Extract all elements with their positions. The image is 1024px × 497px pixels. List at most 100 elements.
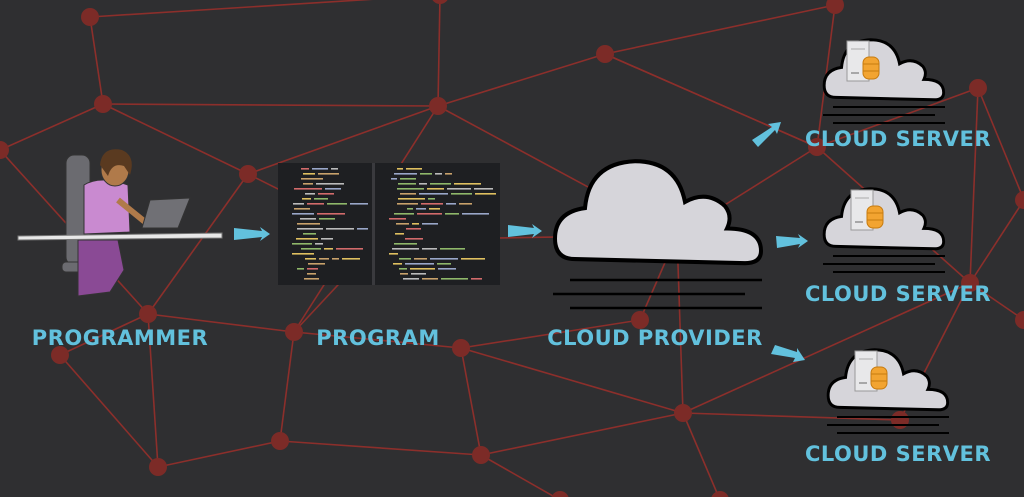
code-line [397,168,403,170]
arrow-icon [508,224,542,238]
code-line [419,193,448,195]
code-line [342,258,360,260]
code-line [405,263,434,265]
code-line [303,233,316,235]
code-line [430,183,451,185]
program-code-image [278,163,500,285]
code-line [451,193,472,195]
code-line [400,193,416,195]
code-line [416,208,426,210]
network-node [1015,311,1024,329]
cloud-server-label: CLOUD SERVER [804,127,992,151]
arrow-icon [771,345,805,362]
code-line [391,178,397,180]
network-node [631,311,649,329]
code-line [395,233,404,235]
code-line [400,273,408,275]
code-line [398,198,425,200]
code-line [292,243,312,245]
code-line [435,173,442,175]
cloud-server-icon [822,38,946,124]
network-line [59,354,159,468]
code-line [304,278,319,280]
code-line [305,193,315,195]
code-line [428,198,435,200]
code-line [297,223,320,225]
code-line [318,193,334,195]
code-line [422,223,438,225]
network-line [969,199,1024,284]
network-line [460,347,482,456]
network-node [271,432,289,450]
code-line [399,268,407,270]
code-line [422,278,438,280]
network-line [102,103,439,107]
code-line [318,173,339,175]
code-line [400,178,416,180]
network-line [279,440,482,456]
network-node [961,274,979,292]
code-line [307,203,324,205]
code-line [420,173,432,175]
code-line [319,258,329,260]
programmer-illustration [17,149,223,297]
code-line [319,218,335,220]
code-line [454,183,481,185]
arrow-icon [234,227,270,241]
network-line [676,234,684,414]
code-line [307,268,318,270]
code-line [301,248,321,250]
code-line [459,203,472,205]
code-line [412,223,419,225]
code-line [430,258,458,260]
code-line [324,248,333,250]
code-line [396,223,409,225]
code-line [392,248,419,250]
arrow-icon [776,234,808,248]
network-line [969,282,1024,321]
network-node [472,446,490,464]
code-line [405,238,423,240]
code-line [292,253,314,255]
network-line [89,16,104,105]
network-node [149,458,167,476]
code-line [307,273,316,275]
network-node [808,138,826,156]
code-line [312,168,328,170]
network-line [279,331,295,442]
code-line [357,228,368,230]
network-line [102,103,249,175]
code-line [301,178,323,180]
network-node [596,45,614,63]
cloud-provider-label: CLOUD PROVIDER [547,326,763,350]
network-line [480,454,557,497]
code-line [437,263,451,265]
code-line [427,188,444,190]
code-line [293,203,304,205]
code-line [305,258,316,260]
desk [17,232,223,241]
network-node [969,79,987,97]
code-line [445,173,452,175]
code-line [462,213,489,215]
code-line [394,173,417,175]
network-node [429,97,447,115]
code-line [297,268,304,270]
code-line [394,243,417,245]
laptop-icon [141,197,191,229]
network-line [460,347,684,414]
code-line [422,248,437,250]
network-line [682,412,720,497]
arrow-icon [752,122,781,147]
code-line [438,268,456,270]
network-line [89,0,374,18]
network-node [239,165,257,183]
code-line [461,258,485,260]
network-node [711,491,729,497]
network-line [977,87,1024,201]
network-line [247,105,439,175]
code-line [303,183,313,185]
code-line [471,278,482,280]
network-node [94,95,112,113]
code-line [316,183,344,185]
